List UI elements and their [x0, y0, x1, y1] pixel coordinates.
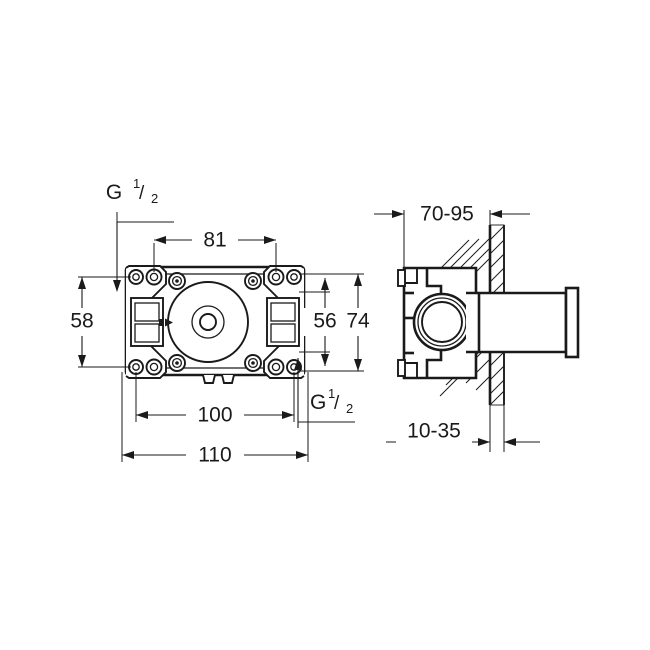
dim-56-arrow-top [321, 278, 329, 290]
bolt-hole-bottom-right-inner-bore [271, 362, 281, 372]
dim-1035-arrow-right [504, 438, 516, 446]
thread-label-top-left-numerator: 1 [133, 176, 140, 191]
dimension-81-group: 81 [153, 228, 277, 272]
dimension-value-58: 58 [70, 310, 93, 333]
dimension-value-81: 81 [203, 229, 226, 252]
dimension-100-group: 100 [135, 372, 295, 428]
bolt-hole-top-left-inner-bore [149, 272, 159, 282]
dim-1035-arrow-left [478, 438, 490, 446]
bolt-hole-bottom-left-inner-bore [149, 362, 159, 372]
thread-leader-bottom-right-arrow [294, 358, 302, 370]
thread-label-bottom-right-denominator: 2 [346, 401, 353, 416]
dimension-value-110: 110 [198, 444, 231, 467]
dim-81-arrow-left [154, 236, 166, 244]
thread-label-top-left-letter: G [106, 181, 122, 204]
boss-bottom-left-mid-center [175, 361, 179, 365]
thread-leader-top-left-arrow [113, 280, 121, 292]
bottom-tab-right [221, 374, 235, 384]
dimension-value-74: 74 [346, 310, 370, 333]
dim-100-text-mask [186, 403, 244, 428]
dim-74-arrow-top [354, 274, 362, 286]
dim-58-text-mask [58, 308, 106, 336]
wall-hatching-upper-left [436, 238, 490, 273]
dimension-value-56: 56 [313, 310, 336, 333]
bolt-hole-top-right-inner-bore [271, 272, 281, 282]
flow-direction-arrow-icon [159, 318, 173, 327]
dim-74-arrow-bottom [354, 359, 362, 371]
outlet-spigot-body [466, 291, 568, 354]
section-view-group [397, 224, 580, 406]
dim-110-arrow-right [296, 451, 308, 459]
dim-58-arrow-top [78, 277, 86, 289]
left-port-lower-opening [134, 323, 160, 343]
thread-label-bottom-right-numerator: 1 [328, 386, 335, 401]
section-body-inner-bottom-step [425, 350, 443, 378]
front-view-group [124, 265, 306, 384]
dim-7095-arrow-right [490, 210, 502, 218]
thread-leader-top-left [116, 212, 174, 223]
dim-81-text-mask [192, 228, 238, 252]
bolt-hole-top-left-outer-bore [132, 273, 140, 281]
right-port-lower-opening [270, 323, 296, 343]
thread-label-top-left-slash: / [139, 183, 145, 204]
dim-110-text-mask [186, 443, 244, 468]
section-left-ear-bottom [397, 359, 406, 377]
dimension-value-70-95: 70-95 [420, 203, 474, 226]
valve-center-inner-circle [199, 313, 217, 331]
left-port-upper-opening [134, 302, 160, 322]
dimension-value-100: 100 [197, 404, 232, 427]
dimension-70-95-group: 70-95 [374, 203, 530, 268]
thread-label-top-left-denominator: 2 [151, 191, 158, 206]
dim-56-arrow-bottom [321, 354, 329, 366]
dim-100-arrow-right [282, 411, 294, 419]
dimension-10-35-group: 10-35 [386, 395, 540, 452]
section-left-ear-top [397, 269, 406, 287]
boss-top-left-mid-center [175, 279, 179, 283]
thread-label-bottom-right-letter: G [310, 391, 326, 414]
dim-58-arrow-bottom [78, 355, 86, 367]
dim-81-arrow-right [264, 236, 276, 244]
bolt-hole-bottom-left-outer-bore [132, 363, 140, 371]
right-port-upper-opening [270, 302, 296, 322]
section-body-inner-top-step [425, 268, 443, 296]
dim-7095-arrow-left [392, 210, 404, 218]
boss-top-right-mid-center [251, 279, 255, 283]
thread-label-bottom-right-slash: / [334, 393, 340, 414]
outlet-spigot-end-flange [564, 286, 580, 359]
dimension-74-group: 74 [299, 273, 380, 372]
dim-100-arrow-left [136, 411, 148, 419]
dim-1035-text-mask [396, 418, 472, 444]
dimension-value-10-35: 10-35 [407, 420, 461, 443]
thread-label-bottom-right-group: G 1 / 2 [294, 358, 355, 428]
dimension-110-group: 110 [121, 372, 309, 468]
bolt-hole-top-right-outer-bore [290, 273, 298, 281]
dim-110-arrow-left [122, 451, 134, 459]
boss-bottom-right-mid-center [251, 361, 255, 365]
dim-74-text-mask [336, 308, 380, 336]
bottom-tab-left [202, 374, 216, 384]
dimension-58-group: 58 [58, 276, 131, 368]
section-cartridge-inner-ring [421, 301, 463, 343]
